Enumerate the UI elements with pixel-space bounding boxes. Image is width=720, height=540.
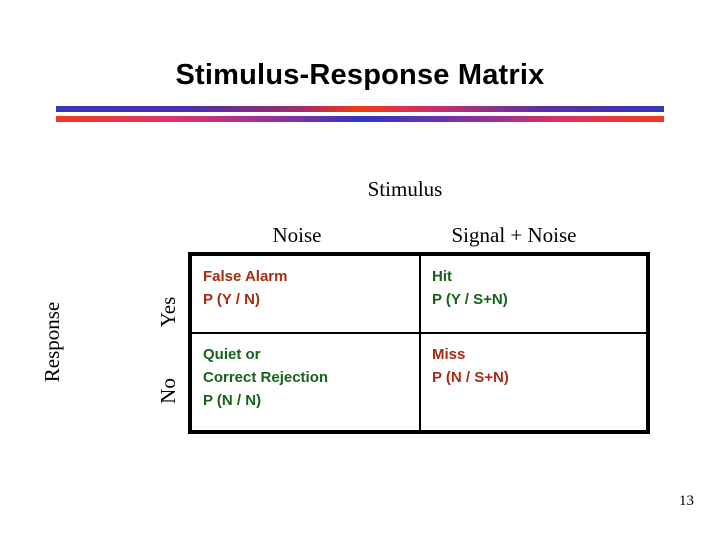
column-header-noise: Noise <box>272 223 322 247</box>
cell-line: P (N / S+N) <box>432 369 509 386</box>
table-row: False Alarm P (Y / N) Hit P (Y / S+N) <box>190 254 648 334</box>
cell-line: Correct Rejection <box>203 369 329 386</box>
response-axis-label: Response <box>40 301 64 383</box>
cell-false-alarm: False Alarm P (Y / N) <box>190 254 421 334</box>
gradient-rule-bottom-icon <box>56 116 664 122</box>
cell-line: P (N / N) <box>203 392 262 409</box>
cell-line: Hit <box>432 268 452 285</box>
cell-line: P (Y / S+N) <box>432 291 508 308</box>
cell-line: Quiet or <box>203 346 261 363</box>
slide-number: 13 <box>679 493 694 509</box>
cell-hit: Hit P (Y / S+N) <box>420 254 648 334</box>
stimulus-response-matrix: Stimulus Noise Signal + Noise Response Y… <box>0 176 720 446</box>
row-header-no: No <box>156 378 180 404</box>
cell-line: Miss <box>432 346 466 363</box>
cell-line: P (Y / N) <box>203 291 260 308</box>
matrix-table: False Alarm P (Y / N) Hit P (Y / S+N) Qu… <box>188 252 650 434</box>
cell-correct-rejection: Quiet or Correct Rejection P (N / N) <box>190 333 421 432</box>
stimulus-axis-label: Stimulus <box>367 177 443 201</box>
column-header-row: Noise Signal + Noise <box>188 220 622 252</box>
title-divider <box>56 106 664 124</box>
table-row: Quiet or Correct Rejection P (N / N) Mis… <box>190 333 648 432</box>
cell-miss: Miss P (N / S+N) <box>420 333 648 432</box>
gradient-rule-top-icon <box>56 106 664 112</box>
cell-line: False Alarm <box>203 268 288 285</box>
column-header-signal-plus-noise: Signal + Noise <box>451 223 577 247</box>
page-title: Stimulus-Response Matrix <box>175 59 545 91</box>
